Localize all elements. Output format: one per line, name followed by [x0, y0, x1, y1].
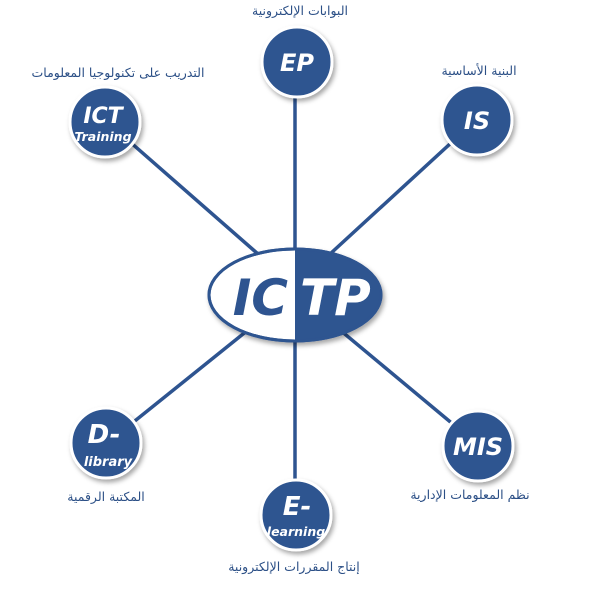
- node-ep-title: EP: [280, 49, 314, 77]
- hub-right-half: [295, 249, 381, 341]
- node-el: E- learning: [259, 478, 333, 552]
- node-ict-circle: [68, 85, 142, 159]
- node-mis: MIS: [441, 409, 515, 483]
- node-is-caption: البنية الأساسية: [441, 63, 516, 78]
- node-dl-caption: المكتبة الرقمية: [67, 489, 144, 505]
- node-dl: D- library: [69, 406, 143, 480]
- node-dl-subtitle: library: [84, 455, 133, 470]
- hub-label-right: TP: [300, 269, 371, 327]
- node-ep-circle: [260, 25, 334, 99]
- node-is-title: IS: [464, 107, 490, 135]
- node-ep: EP: [260, 25, 334, 99]
- node-el-title: E-: [283, 492, 312, 522]
- node-is-circle: [440, 83, 514, 157]
- node-is: IS: [440, 83, 514, 157]
- node-el-subtitle: learning: [267, 524, 325, 539]
- node-ict-caption: التدريب على تكنولوجيا المعلومات: [32, 65, 205, 81]
- hub-label-left: IC: [233, 269, 289, 327]
- node-ep-caption: البوابات الإلكترونية: [252, 3, 348, 19]
- node-el-circle: [259, 478, 333, 552]
- hub: [207, 247, 383, 343]
- node-mis-title: MIS: [453, 433, 503, 461]
- node-el-caption: إنتاج المقررات الإلكترونية: [228, 559, 360, 575]
- node-mis-circle: [441, 409, 515, 483]
- node-ict: ICT Training: [68, 85, 142, 159]
- node-ict-title: ICT: [83, 104, 124, 129]
- node-dl-title: D-: [88, 420, 121, 450]
- node-dl-circle: [69, 406, 143, 480]
- node-ict-subtitle: Training: [74, 129, 131, 144]
- node-mis-caption: نظم المعلومات الإدارية: [410, 487, 529, 503]
